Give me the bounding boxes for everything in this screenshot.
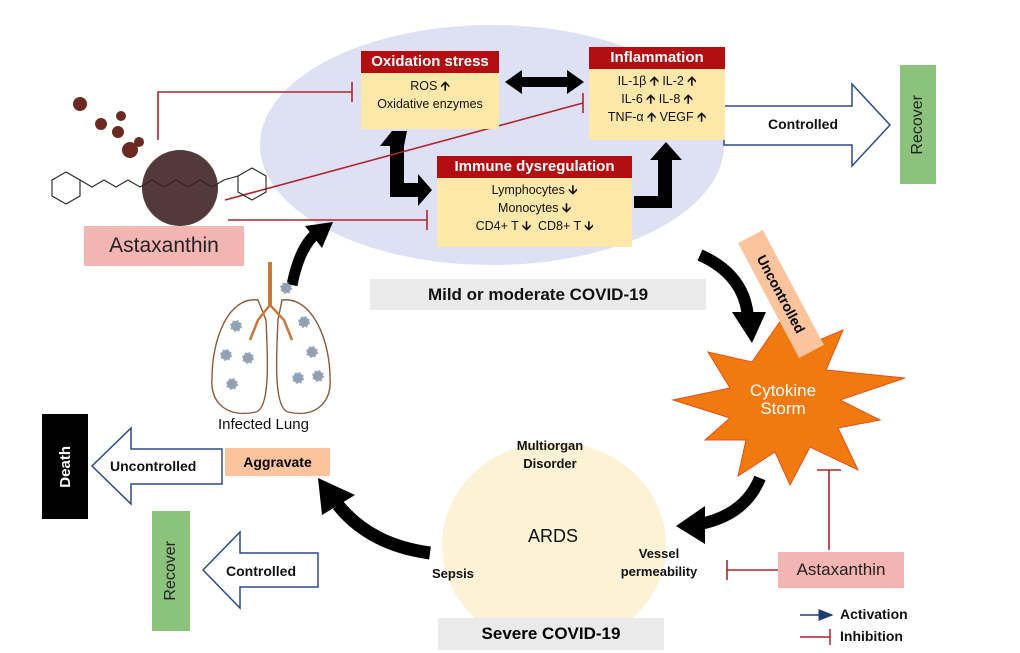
aggravate-label: Aggravate [225, 448, 330, 476]
cytokine-text: Cytokine [749, 381, 817, 400]
cd4-label: CD4+ T [475, 219, 519, 233]
lymphocytes-label: Lymphocytes [491, 183, 565, 197]
multiorgan-disorder-label: Multiorgan Disorder [500, 437, 600, 473]
recover-top-box: Recover [900, 65, 936, 184]
controlled-bottom-arrow [201, 530, 319, 610]
astaxanthin-small-label: Astaxanthin [778, 552, 904, 588]
storm-text: Storm [760, 399, 806, 418]
curved-arrow-mild-storm [697, 249, 766, 343]
cytokine-vegf: VEGF [659, 110, 694, 124]
immune-dysregulation-title: Immune dysregulation [437, 156, 632, 178]
cytokine-il6: IL-6 [621, 92, 643, 106]
arrow-up-icon: 🡩 [647, 110, 657, 124]
virus-particles [220, 282, 324, 390]
controlled-bottom-label: Controlled [226, 563, 296, 579]
inflammation-title: Inflammation [589, 47, 725, 69]
arrow-up-icon: 🡩 [646, 92, 656, 106]
arrow-up-icon: 🡩 [649, 74, 659, 88]
astaxanthin-blob [142, 150, 218, 226]
uncontrolled-left-label: Uncontrolled [110, 458, 197, 474]
controlled-top-arrow [723, 82, 892, 168]
arrow-down-icon: 🡫 [561, 201, 571, 215]
legend-activation-label: Activation [840, 606, 908, 622]
vessel-permeability-label: Vessel permeability [607, 545, 711, 581]
oxidation-stress-box: Oxidation stress ROS 🡩 Oxidative enzymes [361, 51, 499, 129]
legend-inhibition-label: Inhibition [840, 628, 903, 644]
arrow-down-icon: 🡫 [568, 183, 578, 197]
permeability-text: permeability [620, 564, 698, 579]
arrow-down-icon: 🡫 [584, 219, 594, 233]
legend-inhibition-mark [800, 629, 831, 645]
severe-covid-label: Severe COVID-19 [438, 618, 664, 650]
elbow-arrow-immune-inflammation [634, 142, 682, 208]
cytokine-il8: IL-8 [658, 92, 681, 106]
double-arrow [505, 70, 584, 94]
recover-top-label: Recover [909, 94, 926, 155]
disorder-text: Disorder [523, 456, 577, 471]
cytokine-il1b: IL-1β [617, 74, 647, 88]
ards-label: ARDS [528, 526, 579, 546]
elbow-arrow-oxidation-immune [380, 131, 432, 206]
cytokine-tnfa: TNF-α [607, 110, 644, 124]
cytokine-storm-label: Cytokine Storm [733, 382, 833, 418]
inflammation-box: Inflammation IL-1β 🡩 IL-2 🡩 IL-6 🡩 IL-8 … [589, 47, 725, 140]
cd8-label: CD8+ T [537, 219, 581, 233]
recover-bottom-label: Recover [162, 541, 179, 601]
cytokine-storm-star [671, 308, 906, 487]
inhibition-lines-bottom [726, 469, 841, 580]
arrow-up-icon: 🡩 [687, 74, 697, 88]
oxidative-enzymes-label: Oxidative enzymes [377, 97, 483, 111]
monocytes-label: Monocytes [498, 201, 559, 215]
curved-arrow-severe-aggravate [318, 478, 431, 560]
astaxanthin-beads [73, 97, 144, 158]
curved-arrow-lung-mild [286, 222, 333, 287]
recover-bottom-box: Recover [152, 511, 190, 631]
astaxanthin-main-label: Astaxanthin [84, 226, 244, 266]
multiorgan-text: Multiorgan [516, 438, 584, 453]
severe-circle [442, 442, 666, 648]
infected-lung-label: Infected Lung [218, 416, 309, 433]
infected-lung-drawing [211, 262, 331, 414]
uncontrolled-left-arrow [90, 426, 223, 506]
vessel-text: Vessel [638, 546, 680, 561]
immune-dysregulation-box: Immune dysregulation Lymphocytes 🡫 Monoc… [437, 156, 632, 247]
curved-arrow-storm-severe [676, 475, 766, 544]
cytokine-il2: IL-2 [662, 74, 684, 88]
sepsis-label: Sepsis [432, 566, 474, 581]
death-box: Death [42, 414, 88, 519]
arrow-up-icon: 🡩 [683, 92, 693, 106]
controlled-top-label: Controlled [768, 116, 838, 132]
mild-covid-label: Mild or moderate COVID-19 [370, 279, 706, 310]
oxidation-stress-title: Oxidation stress [361, 51, 499, 73]
arrow-up-icon: 🡩 [697, 110, 707, 124]
death-label: Death [56, 445, 74, 488]
ros-label: ROS [410, 79, 438, 93]
arrow-down-icon: 🡫 [522, 219, 532, 233]
arrow-up-icon: 🡩 [440, 79, 450, 93]
inhibition-lines-top [157, 82, 584, 230]
